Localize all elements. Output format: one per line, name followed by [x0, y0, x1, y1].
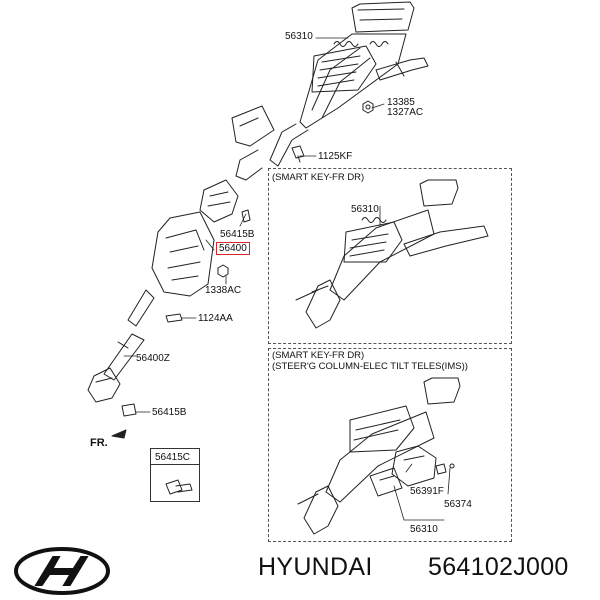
part-box-56415C-header — [150, 448, 200, 465]
label-56310-box2: 56310 — [410, 524, 438, 535]
steering-column-top — [231, 1, 429, 181]
label-1327AC: 1327AC — [387, 107, 424, 118]
variant-box-smart-key — [268, 168, 512, 344]
nut-13385-icon — [362, 100, 374, 114]
fr-label: FR. — [90, 437, 108, 449]
leader-lines — [123, 37, 451, 521]
label-56415B-upper: 56415B — [220, 229, 255, 240]
hyundai-logo-icon — [14, 547, 110, 595]
box2-title-line1: (SMART KEY-FR DR) — [272, 350, 365, 361]
label-1338AC: 1338AC — [205, 285, 242, 296]
label-56400-highlighted: 56400 — [216, 242, 250, 255]
bolt-1125KF-icon — [291, 145, 305, 163]
label-56391F: 56391F — [410, 486, 444, 497]
label-56415B-lower: 56415B — [152, 407, 187, 418]
box1-title: (SMART KEY-FR DR) — [272, 172, 365, 183]
steering-column-box1 — [295, 179, 489, 329]
bolt-56415C-icon — [165, 479, 193, 495]
front-arrow-icon — [111, 429, 127, 439]
label-56374: 56374 — [444, 499, 472, 510]
intermediate-shaft-assembly — [87, 179, 251, 417]
box2-title-line2: (STEER'G COLUMN-ELEC TILT TELES(IMS)) — [272, 361, 468, 372]
steering-column-box2 — [297, 377, 461, 535]
label-13385: 13385 — [387, 97, 415, 108]
label-56415C: 56415C — [155, 452, 191, 463]
label-56400Z: 56400Z — [136, 353, 170, 364]
brand-name: HYUNDAI — [258, 553, 373, 581]
label-56310-box1: 56310 — [351, 204, 379, 215]
variant-box-elec-tilt — [268, 348, 512, 542]
label-1124AA: 1124AA — [198, 313, 233, 324]
label-56310-top: 56310 — [285, 31, 313, 42]
label-1125KF: 1125KF — [318, 151, 353, 162]
part-number: 564102J000 — [428, 553, 569, 581]
